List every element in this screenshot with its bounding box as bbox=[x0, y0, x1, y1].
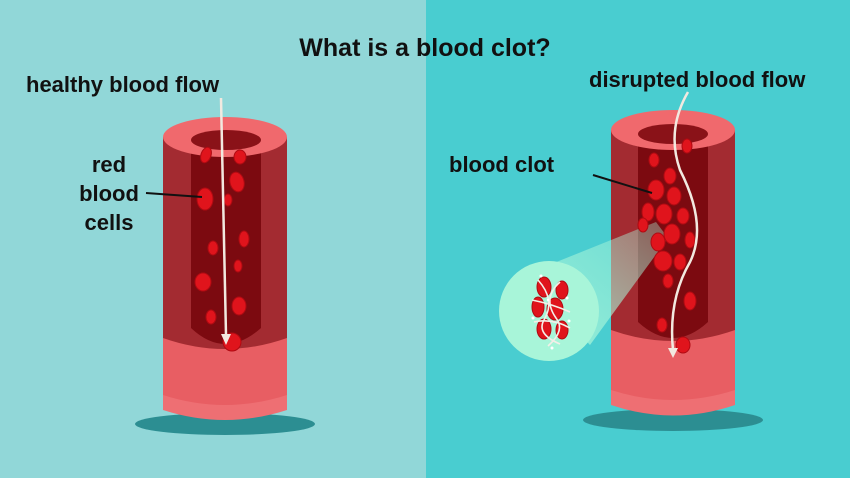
red-blood-cell bbox=[663, 223, 681, 245]
red-blood-cell bbox=[223, 193, 233, 207]
red-blood-cell bbox=[205, 309, 217, 325]
vessel-shadow bbox=[583, 409, 763, 431]
disrupted-vessel bbox=[499, 91, 763, 431]
red-blood-cell bbox=[648, 152, 660, 168]
vessel-wall-lower bbox=[163, 338, 287, 405]
flow-arrow-head bbox=[221, 334, 231, 345]
magnifier-beam bbox=[524, 222, 668, 345]
clot-red-blood-cells bbox=[637, 138, 697, 354]
flow-arrow-head bbox=[668, 348, 678, 358]
red-blood-cell bbox=[637, 217, 649, 233]
healthy-flow-heading: healthy blood flow bbox=[26, 72, 220, 97]
red-blood-cell bbox=[666, 186, 682, 206]
fibrin-strand bbox=[547, 281, 561, 347]
healthy-flow-arrow bbox=[219, 97, 231, 345]
healthy-red-blood-cells bbox=[194, 146, 250, 352]
red-blood-cell bbox=[200, 146, 212, 164]
red-blood-cell bbox=[673, 253, 687, 271]
red-blood-cell bbox=[233, 149, 247, 165]
red-blood-cell bbox=[656, 317, 668, 333]
disrupted-flow-arrow bbox=[668, 91, 699, 358]
red-blood-cell bbox=[555, 280, 569, 300]
red-blood-cell bbox=[231, 296, 247, 316]
red-blood-cell bbox=[196, 187, 214, 211]
red-blood-cell bbox=[229, 171, 245, 193]
platelet bbox=[539, 274, 543, 278]
red-blood-cells-label: red blood cells bbox=[79, 152, 139, 235]
red-blood-cell bbox=[681, 138, 693, 154]
fibrin-strand bbox=[531, 299, 571, 313]
magnified-clot bbox=[499, 261, 599, 361]
fibrin-strands bbox=[531, 279, 571, 347]
disrupted-flow-heading: disrupted blood flow bbox=[589, 67, 806, 92]
fibrin-strand bbox=[533, 320, 571, 329]
vessel-shadow bbox=[135, 413, 315, 435]
red-blood-cell bbox=[238, 230, 250, 248]
red-blood-cell bbox=[194, 272, 212, 292]
rbc-pointer-line bbox=[145, 192, 203, 198]
red-blood-cell bbox=[663, 167, 677, 185]
red-blood-cell bbox=[683, 291, 697, 311]
platelet bbox=[565, 296, 569, 300]
red-blood-cell bbox=[676, 207, 690, 225]
blood-clot-label: blood clot bbox=[449, 152, 555, 177]
clot-pointer-line bbox=[592, 174, 653, 194]
platelet bbox=[550, 346, 554, 350]
red-blood-cell bbox=[675, 336, 691, 354]
red-blood-cell bbox=[653, 250, 673, 272]
flow-arrow-line bbox=[219, 97, 228, 336]
magnified-cells bbox=[531, 276, 569, 340]
platelets bbox=[531, 274, 571, 350]
red-blood-cell bbox=[684, 231, 696, 249]
red-blood-cell bbox=[662, 273, 674, 289]
diagram-title: What is a blood clot? bbox=[299, 34, 551, 62]
red-blood-cell bbox=[233, 259, 243, 273]
fibrin-strand bbox=[537, 279, 561, 345]
platelet bbox=[567, 319, 571, 323]
vessel-wall-lower bbox=[611, 330, 735, 400]
red-blood-cell bbox=[647, 179, 665, 201]
red-blood-cell bbox=[655, 203, 673, 225]
red-blood-cell bbox=[536, 318, 552, 340]
red-blood-cell bbox=[207, 240, 219, 256]
healthy-vessel bbox=[135, 97, 315, 435]
flow-arrow-line bbox=[670, 91, 699, 351]
vessel-opening-inner bbox=[638, 124, 708, 144]
vessel-opening-inner bbox=[191, 130, 261, 150]
red-blood-cell bbox=[650, 232, 666, 252]
platelet bbox=[531, 316, 535, 320]
red-blood-cell bbox=[641, 202, 655, 222]
platelet bbox=[546, 298, 550, 302]
